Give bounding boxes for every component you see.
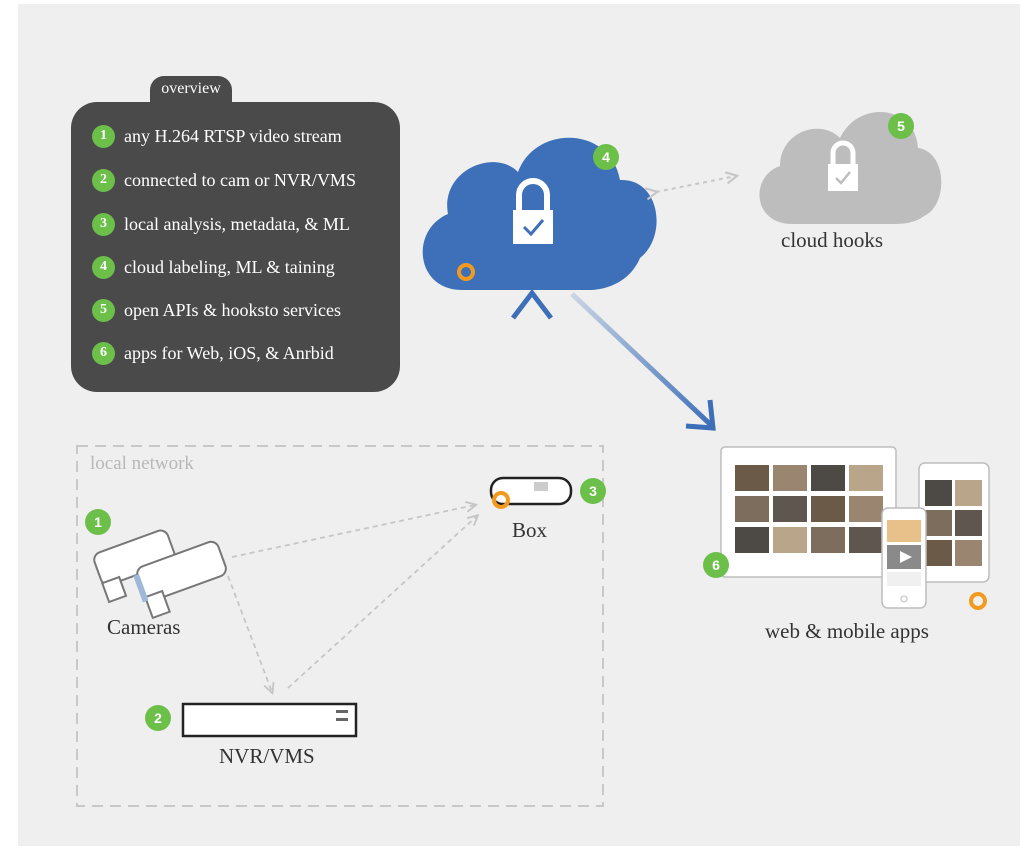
apps-badge: 6 (703, 552, 729, 578)
overview-item: 3 local analysis, metadata, & ML (92, 211, 350, 237)
thumbnail (773, 496, 807, 522)
hooks-badge: 5 (888, 113, 914, 139)
box-badge: 3 (580, 478, 606, 504)
overview-item: 2 connected to cam or NVR/VMS (92, 167, 356, 193)
thumbnail (773, 527, 807, 553)
lock-icon (513, 178, 553, 244)
overview-item-text: cloud labeling, ML & taining (124, 256, 335, 277)
overview-item-text: any H.264 RTSP video stream (124, 125, 342, 146)
overview-item: 5 open APIs & hooksto services (92, 297, 341, 323)
apps-devices (720, 446, 990, 610)
local-network-label: local network (90, 453, 194, 474)
overview-item-number: 3 (92, 212, 115, 236)
thumbnail (735, 527, 769, 553)
box-to-cloud-arrow (511, 288, 553, 478)
overview-panel (71, 102, 400, 392)
thumbnail (849, 465, 883, 491)
cloud-status-ring (457, 263, 475, 281)
thumbnail (955, 480, 982, 506)
thumbnail (773, 465, 807, 491)
cameras-badge: 1 (85, 509, 111, 535)
overview-item: 6 apps for Web, iOS, & Anrbid (92, 340, 334, 366)
overview-item-number: 2 (92, 168, 115, 192)
thumbnail (955, 540, 982, 566)
overview-item-text: local analysis, metadata, & ML (124, 213, 350, 234)
box-label: Box (512, 518, 548, 542)
overview-item-number: 4 (92, 255, 115, 279)
thumbnail (849, 527, 883, 553)
overview-item-text: open APIs & hooksto services (124, 299, 341, 320)
thumbnail (811, 496, 845, 522)
local-network-boundary (76, 445, 604, 807)
thumbnail (955, 510, 982, 536)
thumbnail (735, 496, 769, 522)
monitor-thumbnails (735, 465, 883, 553)
overview-item-number: 1 (92, 124, 115, 148)
box-device (489, 476, 573, 509)
overview-item-text: apps for Web, iOS, & Anrbid (124, 342, 334, 363)
cloud-hooks-label: cloud hooks (781, 228, 884, 252)
thumbnail (811, 465, 845, 491)
apps-status-ring (969, 592, 987, 610)
cloud-link (656, 176, 736, 192)
local-flows (227, 505, 477, 692)
thumbnail (925, 480, 952, 506)
cloud-badge: 4 (593, 144, 619, 170)
thumbnail (849, 496, 883, 522)
nvr-device (181, 702, 358, 738)
tablet-thumbnails (925, 480, 982, 566)
overview-title: overview (161, 80, 221, 97)
thumbnail (735, 465, 769, 491)
nvr-badge: 2 (145, 705, 171, 731)
thumbnail (925, 510, 952, 536)
cameras-label: Cameras (107, 615, 181, 639)
hooks-lock-icon (828, 140, 858, 191)
overview-item-text: connected to cam or NVR/VMS (124, 169, 356, 190)
hooks-cloud (759, 112, 942, 224)
overview-item-number: 5 (92, 298, 115, 322)
nvr-label: NVR/VMS (219, 744, 315, 768)
thumbnail (925, 540, 952, 566)
main-cloud (422, 137, 657, 290)
cloud-to-apps-arrow (570, 292, 716, 431)
box-status-ring (492, 491, 510, 509)
camera-icons (93, 529, 227, 620)
overview-item: 1 any H.264 RTSP video stream (92, 123, 342, 149)
apps-label: web & mobile apps (765, 619, 929, 643)
thumbnail (811, 527, 845, 553)
overview-item: 4 cloud labeling, ML & taining (92, 254, 335, 280)
overview-item-number: 6 (92, 341, 115, 365)
